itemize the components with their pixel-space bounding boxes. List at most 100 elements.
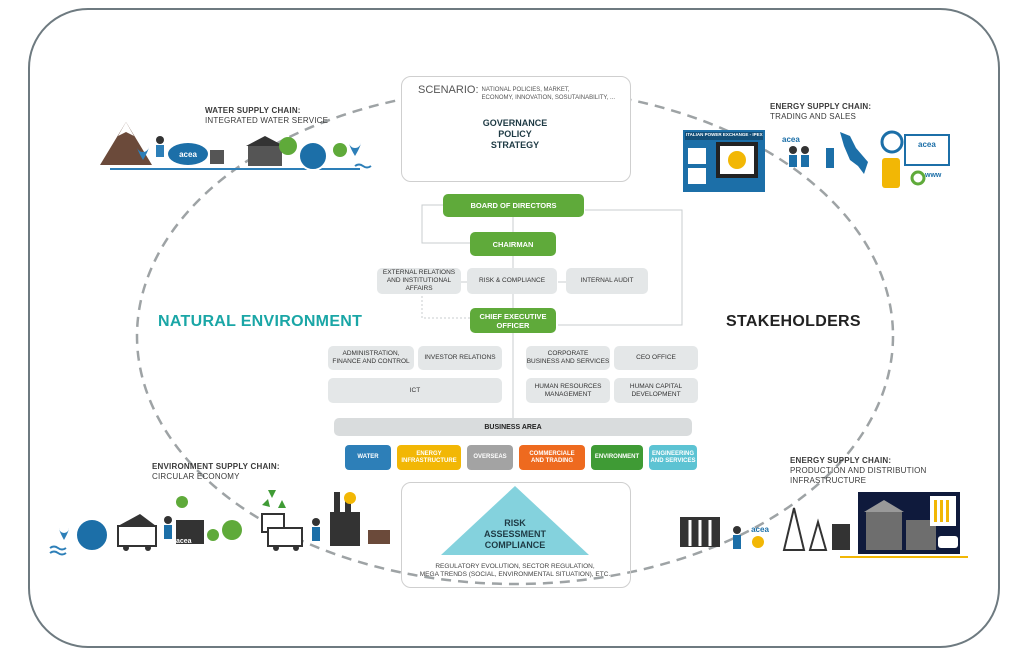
environment-unit-box: ENVIRONMENT xyxy=(591,445,643,470)
ceo-office-box: CEO OFFICE xyxy=(614,346,698,370)
water-supply-subtitle: INTEGRATED WATER SERVICE xyxy=(205,116,329,125)
outer-frame xyxy=(28,8,1000,648)
overseas-unit-box: OVERSEAS xyxy=(467,445,513,470)
svg-text:acea: acea xyxy=(751,525,769,534)
energy-production-subtitle-1: PRODUCTION AND DISTRIBUTION xyxy=(790,466,927,475)
human-capital-line-1: HUMAN CAPITAL xyxy=(629,382,683,390)
hr-management-box: HUMAN RESOURCES MANAGEMENT xyxy=(526,378,610,403)
risk-panel xyxy=(401,482,631,588)
administration-box: ADMINISTRATION, FINANCE AND CONTROL xyxy=(328,346,414,370)
environment-illustration xyxy=(49,490,390,556)
energy-production-title: ENERGY SUPPLY CHAIN: xyxy=(790,456,892,465)
business-area-bar: BUSINESS AREA xyxy=(334,418,692,436)
car-icon xyxy=(938,536,958,548)
mountain-icon xyxy=(100,122,152,165)
phone-icon xyxy=(882,158,900,188)
ceo-box: CHIEF EXECUTIVE OFFICER xyxy=(470,308,556,333)
internal-audit-box: INTERNAL AUDIT xyxy=(566,268,648,294)
energy-trading-subtitle: TRADING AND SALES xyxy=(770,112,857,121)
scenario-detail-2: ECONOMY, INNOVATION, SOSUTAINABILITY, ..… xyxy=(481,95,615,101)
tree-icon xyxy=(222,520,242,540)
stakeholders-label: STAKEHOLDERS xyxy=(726,313,861,330)
www-label: www xyxy=(925,172,942,179)
external-relations-line-2: AND INSTITUTIONAL AFFAIRS xyxy=(386,277,452,292)
pipe-line xyxy=(110,168,360,170)
commercial-unit-line-2: AND TRADING xyxy=(531,457,573,464)
worker-icon xyxy=(164,516,172,524)
energy-trading-title: ENERGY SUPPLY CHAIN: xyxy=(770,102,872,111)
svg-text:acea: acea xyxy=(179,150,197,159)
compliance-word: COMPLIANCE xyxy=(484,540,546,550)
corporate-line-2: BUSINESS AND SERVICES xyxy=(526,358,610,365)
external-relations-line-1: EXTERNAL RELATIONS xyxy=(382,269,456,276)
assessment-word: ASSESSMENT xyxy=(483,529,546,539)
external-relations-box: EXTERNAL RELATIONS AND INSTITUTIONAL AFF… xyxy=(377,268,461,294)
governance-text: GOVERNANCE POLICY STRATEGY xyxy=(460,118,570,151)
recycle-icon xyxy=(262,490,286,508)
hr-line-2: MANAGEMENT xyxy=(544,390,592,398)
scenario-panel xyxy=(401,76,631,182)
risk-compliance-box: RISK & COMPLIANCE xyxy=(467,268,557,294)
scenario-detail-1: NATIONAL POLICIES, MARKET, xyxy=(481,87,570,93)
water-unit-box: WATER xyxy=(345,445,391,470)
board-of-directors-box: BOARD OF DIRECTORS xyxy=(443,194,584,217)
scenario-label: SCENARIO: xyxy=(418,84,479,96)
environment-chain-subtitle: CIRCULAR ECONOMY xyxy=(152,472,240,481)
worker-icon xyxy=(156,136,164,144)
environment-chain-title: ENVIRONMENT SUPPLY CHAIN: xyxy=(152,462,280,471)
lightbulb-icon xyxy=(344,492,356,504)
energy-infrastructure-unit-box: ENERGY INFRASTRUCTURE xyxy=(397,445,461,470)
strategy-word: STRATEGY xyxy=(490,140,540,150)
acea-logo: acea xyxy=(176,538,192,545)
water-supply-chain-label: WATER SUPPLY CHAIN: INTEGRATED WATER SER… xyxy=(205,106,328,126)
treatment-plant-icon xyxy=(298,141,328,171)
energy-trading-illustration xyxy=(683,130,950,192)
environment-chain-label: ENVIRONMENT SUPPLY CHAIN: CIRCULAR ECONO… xyxy=(152,462,280,482)
energy-unit-line-2: INFRASTRUCTURE xyxy=(401,457,457,464)
ict-box: ICT xyxy=(328,378,502,403)
people-icon xyxy=(789,146,797,154)
energy-unit-line-1: ENERGY xyxy=(416,450,442,457)
investor-relations-box: INVESTOR RELATIONS xyxy=(418,346,502,370)
cycle-dashed-ellipse xyxy=(135,86,895,586)
governance-word: GOVERNANCE xyxy=(482,118,548,128)
tree-icon xyxy=(279,137,297,155)
administration-line-1: ADMINISTRATION, xyxy=(342,350,400,357)
energy-production-chain-label: ENERGY SUPPLY CHAIN: PRODUCTION AND DIST… xyxy=(790,456,927,486)
commercial-trading-unit-box: COMMERCIALE AND TRADING xyxy=(519,445,585,470)
risk-footer-line-1: REGULATORY EVOLUTION, SECTOR REGULATION, xyxy=(435,563,595,570)
truck-icon xyxy=(267,527,303,547)
houses-icon xyxy=(248,146,282,166)
water-supply-title: WATER SUPPLY CHAIN: xyxy=(205,106,301,115)
ceo-line-2: OFFICER xyxy=(496,320,530,330)
scenario-header: SCENARIO: NATIONAL POLICIES, MARKET, ECO… xyxy=(418,84,615,102)
worker-icon xyxy=(733,526,741,534)
pylon-icon xyxy=(782,507,806,551)
acea-logo: acea xyxy=(918,140,936,149)
truck-icon xyxy=(117,525,157,547)
policy-word: POLICY xyxy=(498,129,532,139)
risk-text: RISK ASSESSMENT COMPLIANCE xyxy=(460,518,570,551)
administration-line-2: FINANCE AND CONTROL xyxy=(332,358,410,365)
risk-footer-line-2: MEGA TRENDS (SOCIAL, ENVIRONMENTAL SITUA… xyxy=(419,571,611,578)
risk-footer: REGULATORY EVOLUTION, SECTOR REGULATION,… xyxy=(405,563,625,579)
human-capital-line-2: DEVELOPMENT xyxy=(631,390,681,398)
org-connectors xyxy=(421,204,683,418)
water-drop-icon xyxy=(137,146,149,160)
human-capital-box: HUMAN CAPITAL DEVELOPMENT xyxy=(614,378,698,403)
corporate-line-1: CORPORATE xyxy=(547,350,589,357)
natural-environment-label: NATURAL ENVIRONMENT xyxy=(158,313,363,330)
engineering-services-unit-box: ENGINEERING AND SERVICES xyxy=(649,445,697,470)
ipex-label: ITALIAN POWER EXCHANGE - IPEX xyxy=(686,132,763,137)
commercial-unit-line-1: COMMERCIALE xyxy=(529,450,575,457)
corporate-business-box: CORPORATE BUSINESS AND SERVICES xyxy=(526,346,610,370)
energy-production-subtitle-2: INFRASTRUCTURE xyxy=(790,476,867,485)
water-tank-icon xyxy=(168,143,208,165)
chairman-box: CHAIRMAN xyxy=(470,232,556,256)
energy-trading-chain-label: ENERGY SUPPLY CHAIN: TRADING AND SALES xyxy=(770,102,871,122)
energy-production-illustration: acea xyxy=(680,492,968,558)
factory-icon xyxy=(330,512,360,546)
ceo-line-1: CHIEF EXECUTIVE xyxy=(479,311,547,321)
hr-line-1: HUMAN RESOURCES xyxy=(534,382,602,390)
italy-map-icon xyxy=(840,132,868,174)
